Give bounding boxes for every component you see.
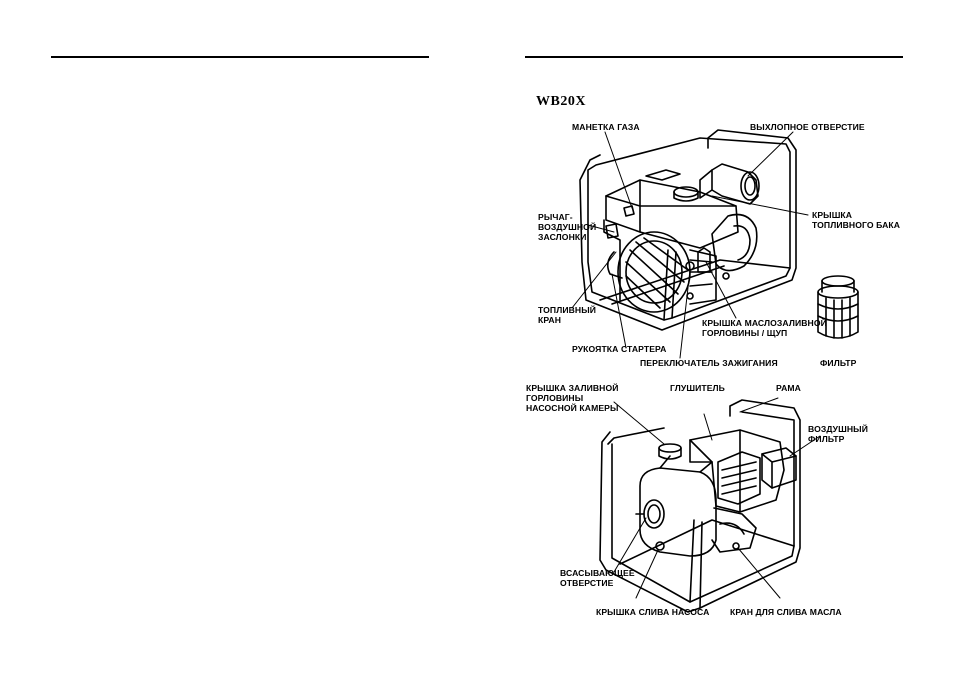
label-priming-cap: КРЫШКА ЗАЛИВНОЙ ГОРЛОВИНЫ НАСОСНОЙ КАМЕР… xyxy=(526,383,619,413)
label-oil-filler-cap: КРЫШКА МАСЛОЗАЛИВНОЙ ГОРЛОВИНЫ / ЩУП xyxy=(702,318,827,338)
label-oil-drain-plug: КРАН ДЛЯ СЛИВА МАСЛА xyxy=(730,607,842,617)
label-starter-grip: РУКОЯТКА СТАРТЕРА xyxy=(572,344,667,354)
label-fuel-tank-cap: КРЫШКА ТОПЛИВНОГО БАКА xyxy=(812,210,901,230)
label-suction-port: ВСАСЫВАЮЩЕЕ ОТВЕРСТИЕ xyxy=(560,568,635,588)
top-leader-lines xyxy=(571,131,809,359)
model-title: WB20X xyxy=(536,94,586,109)
strainer-drawing xyxy=(817,275,859,339)
label-ignition-switch: ПЕРЕКЛЮЧАТЕЛЬ ЗАЖИГАНИЯ xyxy=(640,358,778,368)
label-exhaust-port: ВЫХЛОПНОЕ ОТВЕРСТИЕ xyxy=(750,122,865,132)
label-air-cleaner: ВОЗДУШНЫЙ ФИЛЬТР xyxy=(808,424,868,444)
top-pump-drawing xyxy=(579,129,797,331)
left-page-header-rule xyxy=(51,56,429,58)
right-page-header-rule xyxy=(525,56,903,58)
label-fuel-valve: ТОПЛИВНЫЙ КРАН xyxy=(538,305,597,325)
label-choke-lever: РЫЧАГ- ВОЗДУШНОЙ ЗАСЛОНКИ xyxy=(538,212,597,242)
label-strainer: ФИЛЬТР xyxy=(820,358,857,368)
label-muffler: ГЛУШИТЕЛЬ xyxy=(670,383,725,393)
label-throttle-lever: МАНЕТКА ГАЗА xyxy=(572,122,640,132)
label-pump-drain-plug: КРЫШКА СЛИВА НАСОСА xyxy=(596,607,710,617)
label-frame: РАМА xyxy=(776,383,801,393)
bottom-leader-lines xyxy=(613,397,821,599)
bottom-pump-drawing xyxy=(599,399,801,613)
